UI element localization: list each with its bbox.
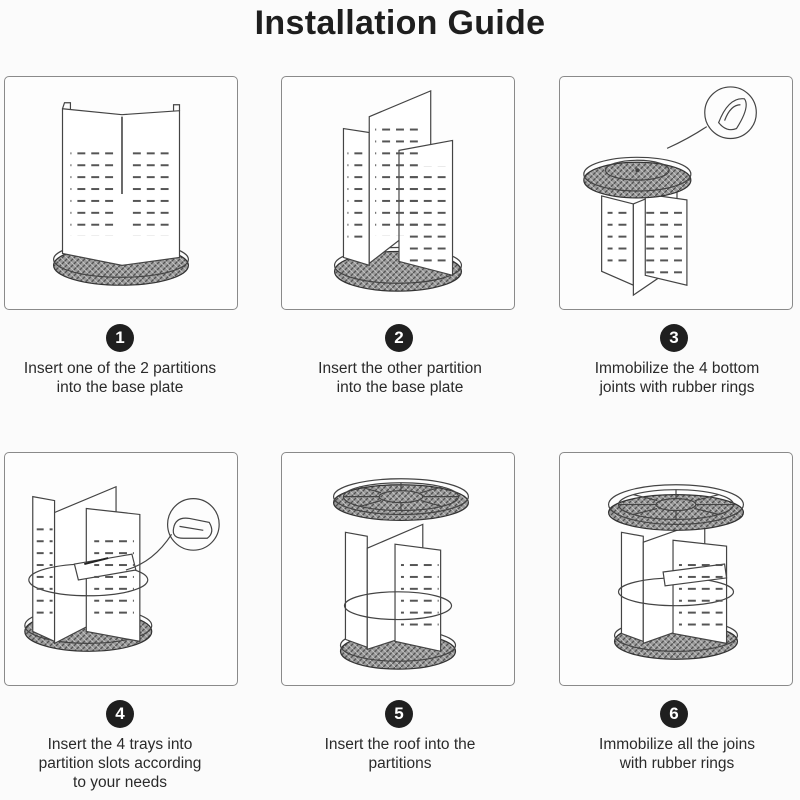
- step-2-number-badge: 2: [385, 324, 413, 352]
- step-4-caption: Insert the 4 trays into partition slots …: [0, 735, 250, 792]
- step-4-caption-line-2: partition slots according: [38, 755, 202, 772]
- step-2-caption: Insert the other partition into the base…: [270, 359, 530, 397]
- step-6-number-badge: 6: [660, 700, 688, 728]
- step-1-caption: Insert one of the 2 partitions into the …: [0, 359, 250, 397]
- step-5-caption-line-2: partitions: [368, 755, 432, 772]
- step-2-caption-line-2: into the base plate: [336, 379, 464, 396]
- step-4-number-badge: 4: [106, 700, 134, 728]
- step-1-illustration: [4, 76, 238, 310]
- step-6-caption-line-1: Immobilize all the joins: [599, 736, 755, 753]
- step-3-caption-line-2: joints with rubber rings: [599, 379, 755, 396]
- step-5-caption: Insert the roof into the partitions: [270, 735, 530, 773]
- page-title: Installation Guide: [254, 4, 546, 42]
- step-4-caption-line-1: Insert the 4 trays into: [47, 736, 193, 753]
- step-3-number-badge: 3: [660, 324, 688, 352]
- step-1-caption-line-1: Insert one of the 2 partitions: [23, 360, 217, 377]
- step-4-illustration: [4, 452, 238, 686]
- step-2-illustration: [281, 76, 515, 310]
- step-6-caption: Immobilize all the joins with rubber rin…: [547, 735, 800, 773]
- step-3-illustration: [559, 76, 793, 310]
- step-1-number-badge: 1: [106, 324, 134, 352]
- step-5-illustration: [281, 452, 515, 686]
- step-4-caption-line-3: to your needs: [73, 774, 167, 791]
- step-6-caption-line-2: with rubber rings: [619, 755, 735, 772]
- step-6-illustration: [559, 452, 793, 686]
- step-5-caption-line-1: Insert the roof into the: [324, 736, 476, 753]
- step-1-caption-line-2: into the base plate: [56, 379, 184, 396]
- step-5-number-badge: 5: [385, 700, 413, 728]
- step-3-caption: Immobilize the 4 bottom joints with rubb…: [547, 359, 800, 397]
- step-3-caption-line-1: Immobilize the 4 bottom: [594, 360, 760, 377]
- step-2-caption-line-1: Insert the other partition: [318, 360, 482, 377]
